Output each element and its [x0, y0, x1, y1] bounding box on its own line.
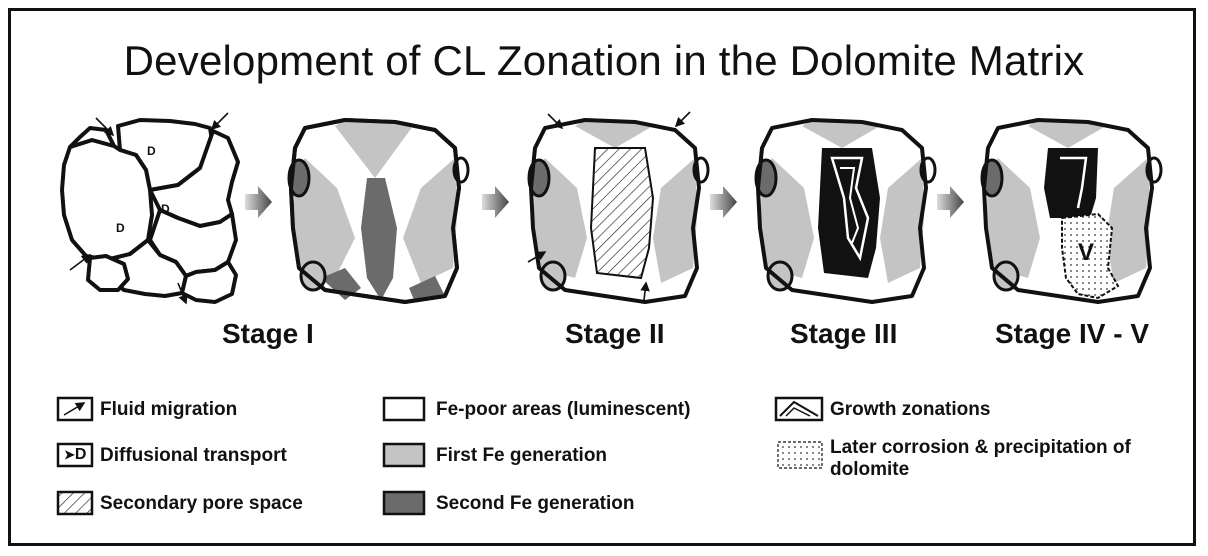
stage3-mosaic	[529, 120, 708, 302]
process-arrow-2	[482, 186, 509, 218]
stage5-mosaic: V	[982, 120, 1161, 302]
legend-diffusional-transport: Diffusional transport	[100, 445, 287, 467]
legend-growth-box	[776, 398, 822, 420]
stage4-mosaic	[756, 120, 935, 302]
legend-pore-box	[58, 492, 92, 514]
legend-growth-zonations: Growth zonations	[830, 399, 990, 421]
stage-label-1: Stage I	[222, 318, 314, 350]
diffusion-marker-1: D	[147, 144, 156, 158]
diffusion-marker-2: D	[161, 202, 170, 216]
legend-first-fe: First Fe generation	[436, 445, 607, 467]
stage-label-2: Stage II	[565, 318, 665, 350]
process-arrow-3	[710, 186, 737, 218]
legend-second-fe-box	[384, 492, 424, 514]
stage-label-3: Stage III	[790, 318, 897, 350]
legend-secondary-pore-space: Secondary pore space	[100, 493, 303, 515]
legend-later-corrosion: Later corrosion & precipitation of dolom…	[830, 437, 1180, 481]
legend-fe-poor: Fe-poor areas (luminescent)	[436, 399, 690, 421]
legend-fe-poor-box	[384, 398, 424, 420]
process-arrow-1	[245, 186, 272, 218]
diffusion-marker-3: D	[116, 221, 125, 235]
legend-fluid-migration: Fluid migration	[100, 399, 237, 421]
legend-first-fe-box	[384, 444, 424, 466]
legend-corrosion-box	[778, 442, 822, 468]
legend-second-fe: Second Fe generation	[436, 493, 634, 515]
legend-diffusion-icon: ➤D	[64, 444, 86, 466]
corrosion-zone-label: V	[1078, 239, 1094, 266]
process-arrow-4	[937, 186, 964, 218]
stage-label-4: Stage IV - V	[995, 318, 1149, 350]
stage2-mosaic	[289, 120, 468, 302]
